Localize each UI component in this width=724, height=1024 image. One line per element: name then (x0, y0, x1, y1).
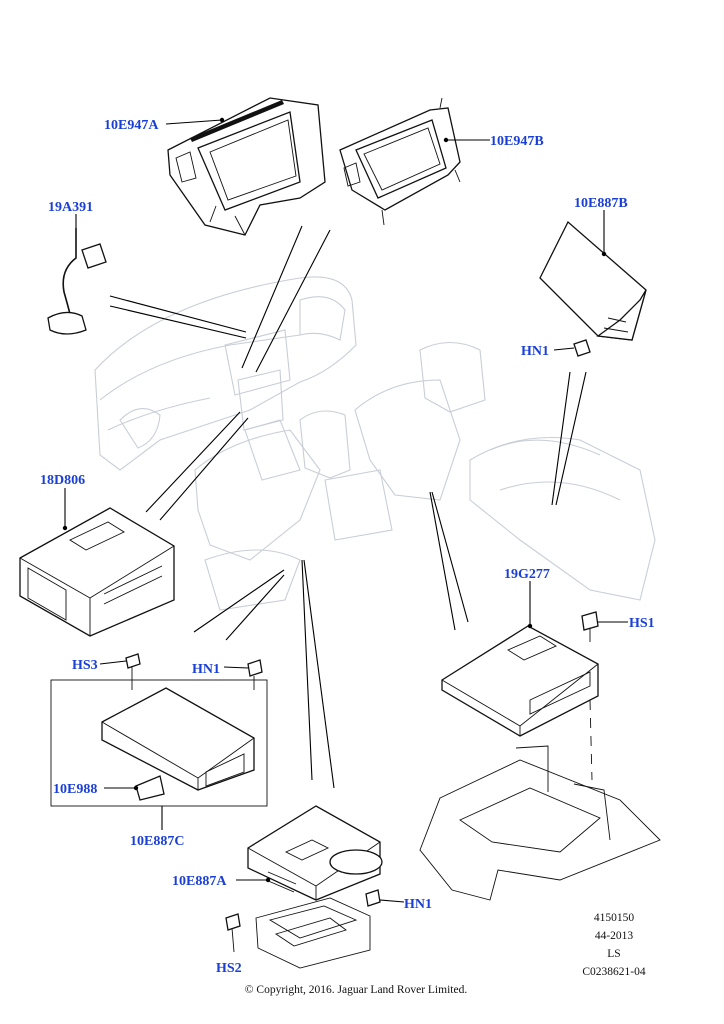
callout-10e887b: 10E887B (574, 196, 628, 211)
part-10e887a-player (247, 805, 383, 901)
fastener-hn1-middle (247, 659, 263, 690)
part-19a391-harness (47, 228, 107, 335)
reference-line-1: 4150150 (594, 912, 635, 924)
group-10e887c (50, 679, 268, 807)
reference-line-2: 44-2013 (595, 930, 634, 942)
callout-hn1-lower: HN1 (404, 897, 432, 912)
reference-block: 4150150 44-2013 LS C0238621-04 (582, 912, 646, 978)
callout-10e988: 10E988 (53, 782, 97, 797)
callout-lines (62, 117, 628, 903)
callout-hs2: HS2 (216, 961, 242, 976)
callout-10e887a: 10E887A (172, 874, 227, 889)
copyright-text: © Copyright, 2016. Jaguar Land Rover Lim… (245, 984, 468, 996)
leader-lines (109, 225, 587, 789)
bracket-10e887a (255, 897, 371, 969)
callout-10e947a: 10E947A (104, 118, 159, 133)
vehicle-interior-outline (94, 276, 656, 611)
callout-18d806: 18D806 (40, 473, 85, 488)
callout-19a391: 19A391 (48, 200, 93, 215)
fastener-hn1-upper (573, 339, 591, 357)
reference-line-3: LS (607, 948, 620, 960)
callout-hn1-middle: HN1 (192, 662, 220, 677)
part-10e947a-touchscreen (167, 97, 326, 236)
fastener-hn1-lower (365, 889, 381, 907)
part-10e887b-module (539, 220, 647, 341)
fastener-hs2 (225, 913, 241, 953)
callout-10e947b: 10E947B (490, 134, 544, 149)
bracket-19g277 (419, 699, 661, 901)
callout-labels: 10E947A 10E947B 19A391 10E887B HN1 18D80… (40, 118, 655, 976)
callout-hs3: HS3 (72, 658, 98, 673)
part-18d806-module (19, 507, 175, 637)
reference-line-4: C0238621-04 (582, 966, 646, 978)
callout-19g277: 19G277 (504, 567, 550, 582)
fastener-hs1 (581, 611, 599, 642)
part-10e947b-rear-screen (339, 97, 461, 226)
callout-10e887c: 10E887C (130, 834, 184, 849)
part-19g277-module (441, 625, 599, 737)
callout-hn1-upper: HN1 (521, 344, 549, 359)
callout-hs1: HS1 (629, 616, 655, 631)
fastener-hs3 (125, 653, 141, 690)
